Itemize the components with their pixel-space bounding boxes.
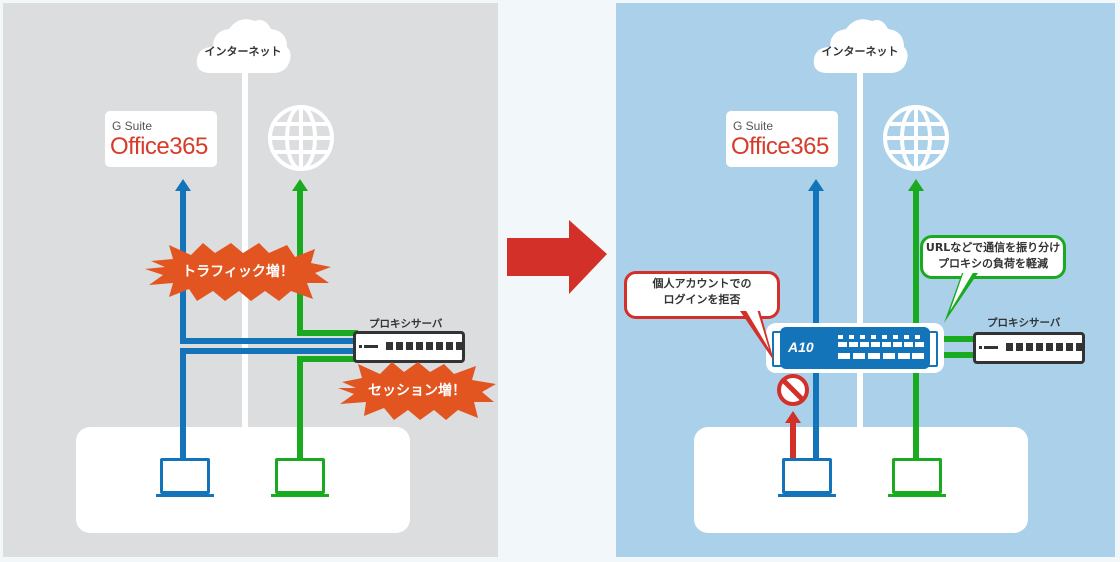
- globe-icon: [268, 105, 334, 171]
- laptop-icon: [160, 458, 210, 494]
- saas-arrowhead: [175, 179, 191, 191]
- callout-line: 個人アカウントでの: [652, 277, 752, 290]
- saas-service-box: G Suite Office365: [726, 111, 838, 167]
- blocked-request-line: [790, 421, 796, 459]
- saas-service-box: G Suite Office365: [105, 111, 217, 167]
- adc-to-proxy-line: [936, 336, 976, 342]
- laptop-saas-user: [156, 458, 214, 502]
- traffic-alert-text: トラフィック増！: [182, 264, 294, 280]
- ports-icon: [838, 335, 924, 359]
- traffic-routing-callout: URLなどで通信を振り分け プロキシの負荷を軽減: [920, 235, 1066, 279]
- internet-cloud: インターネット: [810, 13, 910, 77]
- laptop-saas-user: [778, 458, 836, 502]
- callout-line: URLなどで通信を振り分け: [925, 241, 1061, 254]
- proxy-to-adc-line: [936, 352, 976, 358]
- laptop-web-user: [271, 458, 329, 502]
- proxy-label: プロキシサーバ: [369, 318, 443, 330]
- web-arrowhead: [292, 179, 308, 191]
- web-pc-link: [913, 427, 919, 459]
- web-line-lower: [297, 356, 303, 463]
- laptop-icon: [782, 458, 832, 494]
- callout-line: ログインを拒否: [663, 293, 741, 306]
- internet-trunk-line: [857, 63, 863, 435]
- web-from-pc-line: [297, 356, 358, 362]
- laptop-icon: [892, 458, 942, 494]
- saas-pc-link: [813, 427, 819, 459]
- web-pc-link: [297, 427, 303, 459]
- a10-appliance: A10: [780, 327, 930, 369]
- after-panel: インターネット G Suite Office365 A10: [616, 3, 1115, 557]
- callout-line: プロキシの負荷を軽減: [938, 257, 1048, 270]
- callout-pointer: [944, 271, 978, 323]
- web-to-proxy-line: [297, 330, 358, 336]
- callout-pointer: [740, 309, 774, 361]
- internet-label: インターネット: [821, 45, 899, 58]
- burst-shape: [145, 243, 331, 301]
- office365-label: Office365: [110, 133, 208, 160]
- proxy-label: プロキシサーバ: [987, 317, 1061, 329]
- client-area: [76, 427, 410, 533]
- laptop-web-user: [888, 458, 946, 502]
- proxy-server: [353, 331, 465, 363]
- session-alert-text: セッション増！: [368, 383, 466, 399]
- laptop-icon: [275, 458, 325, 494]
- cloud-icon: [196, 19, 291, 73]
- internet-trunk-line: [242, 63, 248, 435]
- office365-label: Office365: [731, 133, 829, 160]
- a10-appliance-frame: A10: [766, 323, 944, 373]
- globe-icon: [883, 105, 949, 171]
- traffic-increase-alert: トラフィック増！: [143, 241, 333, 303]
- session-increase-alert: セッション増！: [336, 360, 498, 422]
- web-arrowhead: [908, 179, 924, 191]
- prohibited-icon: [777, 374, 809, 406]
- saas-to-proxy-line: [180, 338, 358, 344]
- blocked-arrowhead: [785, 411, 801, 423]
- saas-arrowhead: [808, 179, 824, 191]
- proxy-server: [973, 332, 1085, 364]
- a10-logo: A10: [788, 339, 814, 355]
- cloud-icon: [813, 19, 908, 73]
- saas-from-pc-line: [180, 348, 358, 354]
- saas-line-lower: [180, 348, 186, 463]
- arrow-right-icon: [507, 220, 607, 294]
- gsuite-label: G Suite: [733, 119, 774, 133]
- gsuite-label: G Suite: [112, 119, 153, 133]
- burst-shape: [338, 362, 496, 420]
- client-area: [694, 427, 1028, 533]
- internet-cloud: インターネット: [193, 13, 293, 77]
- before-panel: インターネット G Suite Office365 プロキシサーバ トラフィック…: [3, 3, 498, 557]
- internet-label: インターネット: [204, 45, 282, 58]
- saas-pc-link: [180, 427, 186, 459]
